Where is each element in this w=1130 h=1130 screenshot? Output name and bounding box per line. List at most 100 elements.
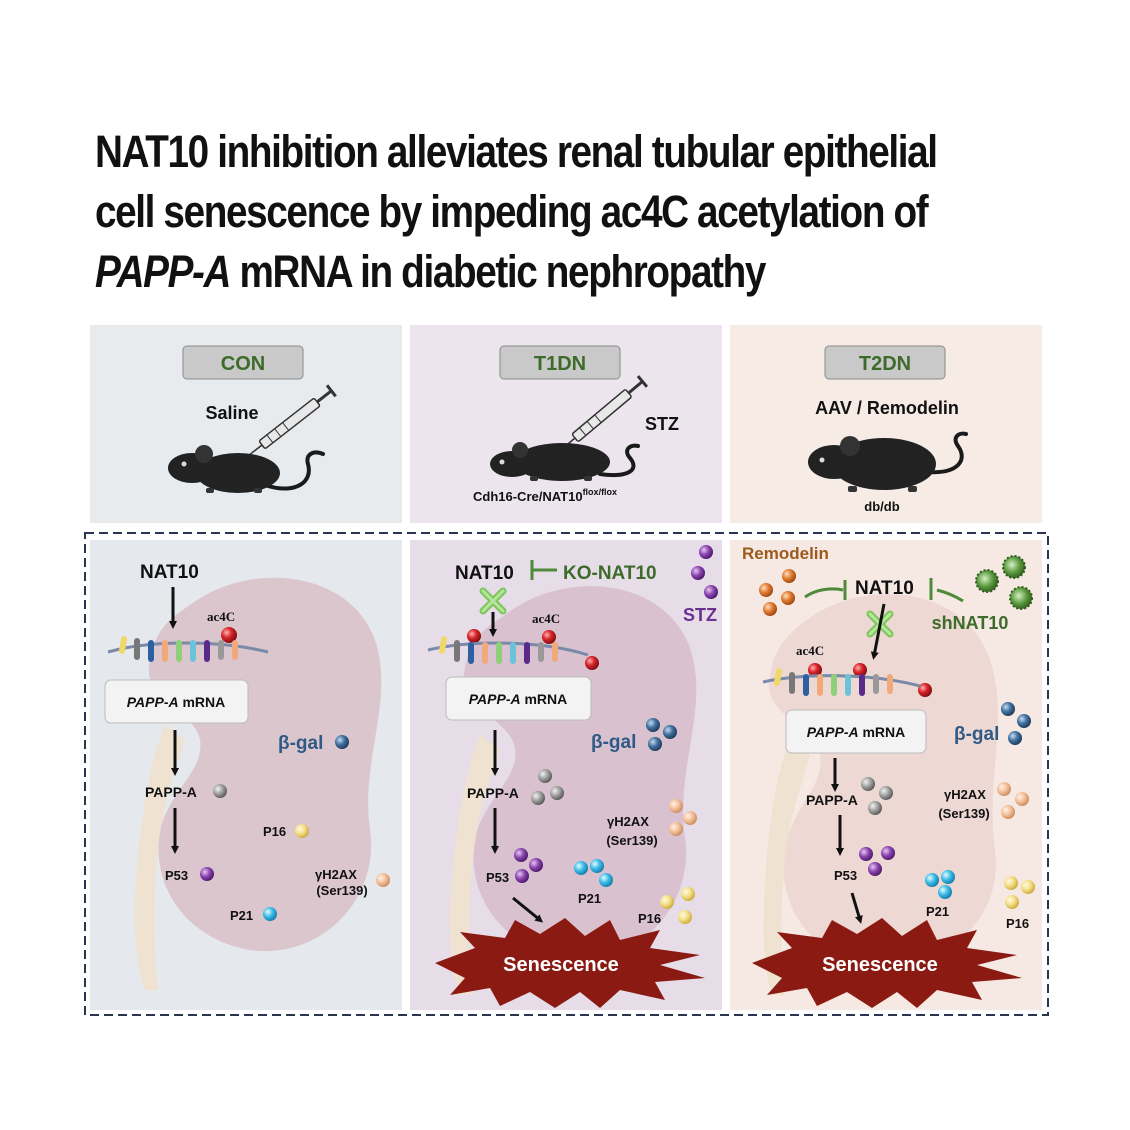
mrna-rest: mRNA <box>859 724 906 740</box>
bgal-molecule <box>648 737 662 751</box>
remodelin-molecule <box>782 569 796 583</box>
h2ax-molecule <box>997 782 1011 796</box>
p53-molecule <box>514 848 528 862</box>
bgal-molecule <box>1008 731 1022 745</box>
title-line-3: PAPP-A mRNA in diabetic nephropathy <box>95 242 955 302</box>
t2dn-mechanism: Remodelin NAT10 shNAT10 ac4C <box>742 544 1035 1008</box>
t1dn-h2ax-label-1: γH2AX <box>607 814 649 829</box>
remodelin-molecule <box>781 591 795 605</box>
mrna-strand <box>427 636 589 664</box>
p21-molecule <box>263 907 277 921</box>
stz-molecule <box>699 545 713 559</box>
p53-molecule <box>881 846 895 860</box>
t2dn-senescence-label: Senescence <box>822 954 938 976</box>
ureter-shape <box>134 725 185 990</box>
h2ax-molecule <box>683 811 697 825</box>
arrow <box>512 896 544 923</box>
p53-molecule <box>868 862 882 876</box>
badge-t2dn: T2DN <box>824 345 946 380</box>
p16-molecule <box>1005 895 1019 909</box>
t2dn-bgal-label: β-gal <box>954 724 999 745</box>
t2dn-ac4c-label: ac4C <box>796 643 824 658</box>
t1dn-stz-label: STZ <box>683 605 717 625</box>
bgal-molecule <box>1001 702 1015 716</box>
mrna-strand <box>107 636 269 662</box>
t2dn-mrna-label: PAPP-A mRNA <box>807 724 906 740</box>
mrna-box <box>445 676 592 721</box>
p16-molecule <box>1004 876 1018 890</box>
ac4c-marker <box>585 656 599 670</box>
ac4c-marker <box>467 629 481 643</box>
ureter-shape <box>449 735 500 995</box>
p16-molecule <box>295 824 309 838</box>
senescence-burst <box>752 918 1022 1008</box>
pappa-molecule <box>538 769 552 783</box>
con-p21-label: P21 <box>230 908 253 923</box>
p16-molecule <box>1021 880 1035 894</box>
pappa-molecule <box>861 777 875 791</box>
ac4c-marker <box>221 627 237 643</box>
con-agent-label: Saline <box>205 403 258 423</box>
ac4c-marker <box>853 663 867 677</box>
t2dn-h2ax-label-2: (Ser139) <box>938 806 989 821</box>
t1dn-mouse-label-sup: flox/flox <box>583 487 618 497</box>
mouse-icon <box>168 445 325 493</box>
p53-molecule <box>200 867 214 881</box>
p53-molecule <box>529 858 543 872</box>
h2ax-molecule <box>1015 792 1029 806</box>
con-h2ax-label-2: (Ser139) <box>316 883 367 898</box>
inhibition-icon <box>804 580 847 600</box>
h2ax-molecule <box>1001 805 1015 819</box>
pappa-molecule <box>213 784 227 798</box>
mrna-box <box>104 679 249 724</box>
kidney-shape <box>768 594 999 967</box>
title-line-3-rest: mRNA in diabetic nephropathy <box>230 246 766 297</box>
syringe-icon <box>560 375 649 451</box>
p16-molecule <box>678 910 692 924</box>
t1dn-p16-label: P16 <box>638 911 661 926</box>
t1dn-mechanism: NAT10 KO-NAT10 STZ ac4C <box>427 545 718 1008</box>
t1dn-pappa-label: PAPP-A <box>467 785 519 801</box>
inhibition-icon <box>929 578 964 603</box>
bgal-molecule <box>335 735 349 749</box>
h2ax-molecule <box>669 822 683 836</box>
h2ax-molecule <box>376 873 390 887</box>
con-bgal-label: β-gal <box>278 733 323 754</box>
bgal-molecule <box>646 718 660 732</box>
blocked-cross-icon <box>479 587 507 615</box>
t1dn-ko-label: KO-NAT10 <box>563 563 657 584</box>
p16-molecule <box>660 895 674 909</box>
arrow <box>870 603 886 660</box>
stz-molecule <box>691 566 705 580</box>
t2dn-agent-label: AAV / Remodelin <box>815 398 959 418</box>
con-p16-label: P16 <box>263 824 286 839</box>
t2dn-nat10-label: NAT10 <box>855 578 914 599</box>
p21-molecule <box>590 859 604 873</box>
badge-t1dn-label: T1DN <box>534 353 586 375</box>
t1dn-mouse-label-base: Cdh16-Cre/NAT10 <box>473 489 583 504</box>
t1dn-p21-label: P21 <box>578 891 601 906</box>
ac4c-marker <box>542 630 556 644</box>
mrna-gene-italic: PAPP-A <box>469 691 521 707</box>
title-line-2: cell senescence by impeding ac4C acetyla… <box>95 186 929 237</box>
mrna-gene-italic: PAPP-A <box>127 694 179 710</box>
t1dn-mrna-label: PAPP-A mRNA <box>469 691 568 707</box>
ureter-shape <box>763 740 810 995</box>
t1dn-mouse-label: Cdh16-Cre/NAT10flox/flox <box>473 487 617 504</box>
t2dn-shnat10-label: shNAT10 <box>932 613 1009 633</box>
t1dn-agent-label: STZ <box>645 414 679 434</box>
t1dn-senescence-label: Senescence <box>503 954 619 976</box>
con-pappa-label: PAPP-A <box>145 784 197 800</box>
figure-title: NAT10 inhibition alleviates renal tubula… <box>95 122 955 302</box>
mouse-icon <box>490 442 640 481</box>
t1dn-bgal-label: β-gal <box>591 732 636 753</box>
pappa-molecule <box>879 786 893 800</box>
con-ac4c-label: ac4C <box>207 609 235 624</box>
remodelin-molecule <box>763 602 777 616</box>
title-line-1: NAT10 inhibition alleviates renal tubula… <box>95 126 938 177</box>
p53-molecule <box>859 847 873 861</box>
con-mechanism: NAT10 ac4C PAPP-A mRNA β-gal PAPP-A P16 … <box>104 562 390 990</box>
t2dn-h2ax-label-1: γH2AX <box>944 787 986 802</box>
t1dn-h2ax-label-2: (Ser139) <box>606 833 657 848</box>
t2dn-pappa-label: PAPP-A <box>806 792 858 808</box>
